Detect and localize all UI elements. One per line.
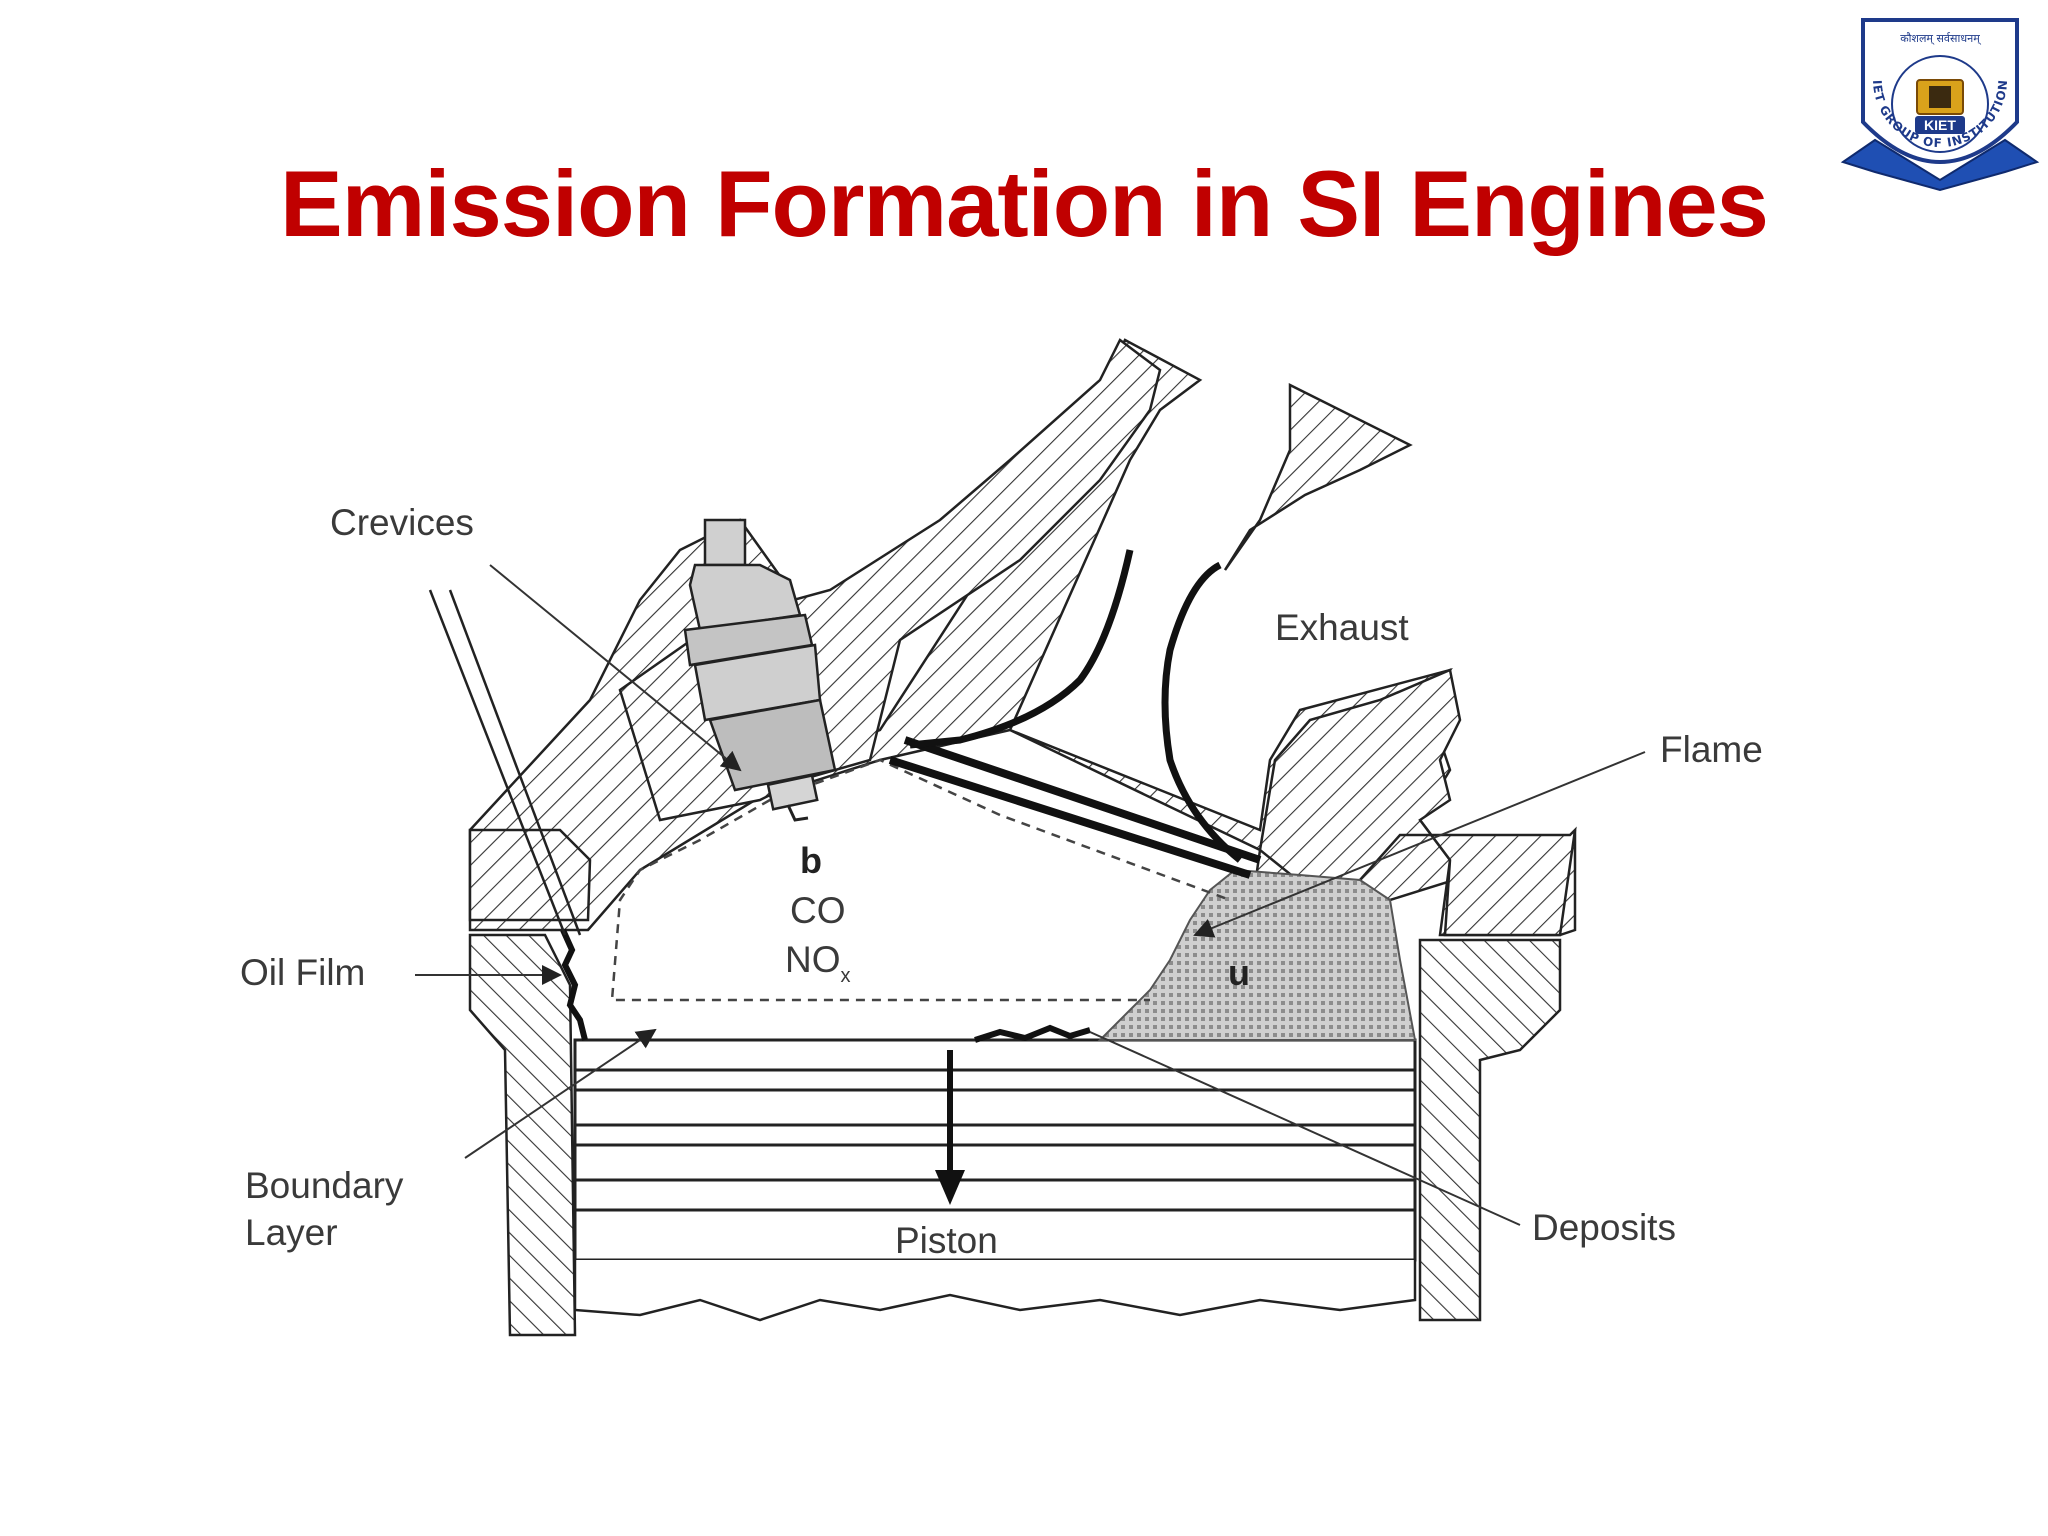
slide-title: Emission Formation in SI Engines	[280, 151, 1769, 256]
label-crevices: Crevices	[330, 502, 474, 543]
head-left-flange	[468, 828, 592, 922]
piston	[573, 1038, 1417, 1322]
label-oil-film: Oil Film	[240, 952, 365, 993]
label-piston: Piston	[895, 1220, 998, 1261]
cylinder-wall-right	[1418, 938, 1562, 1322]
oil-film	[560, 928, 588, 1041]
label-nox: NOx	[785, 939, 851, 987]
leader-deposits	[1089, 1031, 1521, 1226]
label-burned-zone: b	[800, 840, 822, 881]
logo-motto: कौशलम् सर्वसाधनम्	[1900, 32, 1982, 45]
leader-boundary-layer	[464, 1028, 657, 1159]
deposits-mark	[974, 1024, 1091, 1043]
leader-flame	[1193, 751, 1646, 938]
label-boundary: Boundary	[245, 1165, 404, 1206]
label-deposits: Deposits	[1532, 1207, 1676, 1248]
crevice-vent-line-2	[448, 589, 582, 936]
label-co: CO	[790, 890, 846, 931]
cylinder-wall-left	[468, 933, 577, 1337]
cylinder-head	[468, 338, 1577, 937]
label-exhaust: Exhaust	[1275, 607, 1409, 648]
leader-crevices	[489, 564, 742, 772]
label-nox-main: NO	[785, 939, 841, 980]
exhaust-upper-wall	[1223, 382, 1413, 571]
label-nox-sub: x	[841, 965, 851, 987]
logo-badge: KIET	[1924, 117, 1956, 133]
label-unburned-zone: u	[1228, 952, 1250, 993]
label-flame: Flame	[1660, 729, 1763, 770]
exhaust-right-wall	[1258, 668, 1577, 937]
crevice-vent-line-1	[428, 589, 567, 936]
label-layer: Layer	[245, 1212, 338, 1253]
burned-zone-boundary	[610, 758, 1231, 1002]
kiet-logo: कौशलम् सर्वसाधनम् KIET GROUP OF INSTITUT…	[1835, 12, 2040, 192]
unburned-gas-zone	[1097, 868, 1417, 1041]
exhaust-valve	[888, 549, 1262, 879]
